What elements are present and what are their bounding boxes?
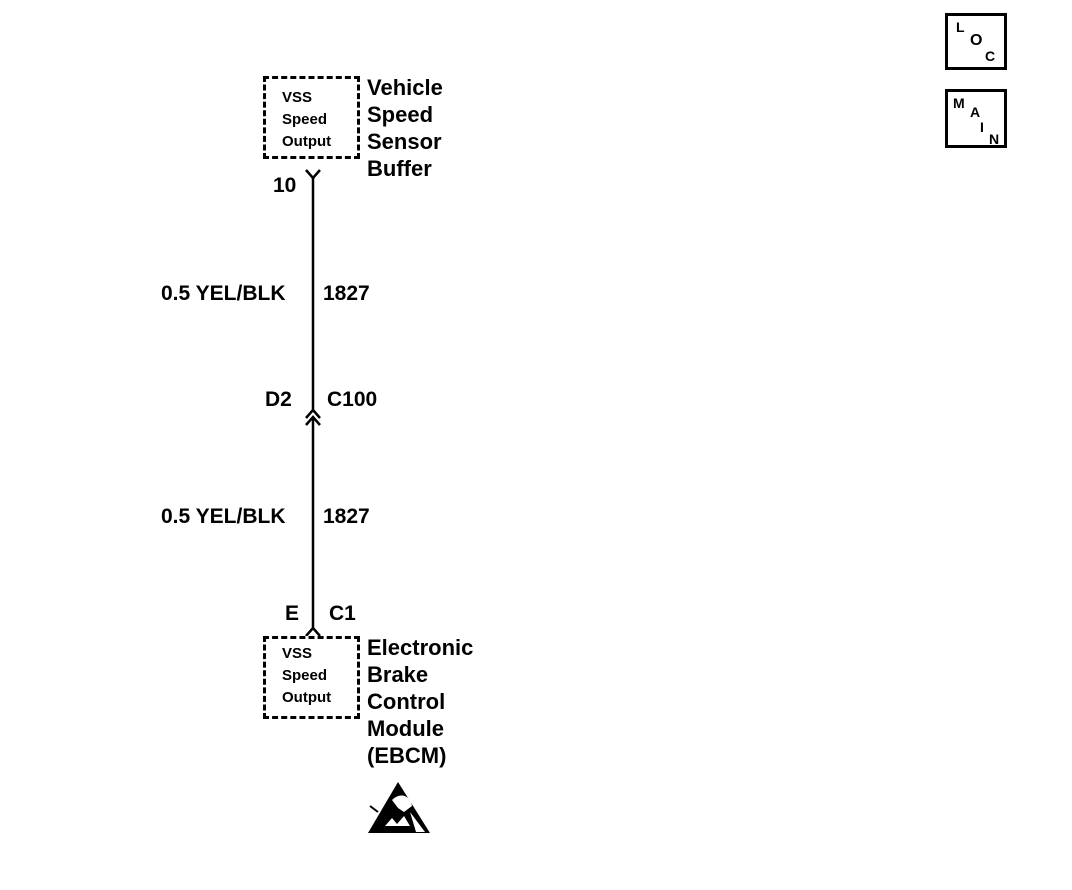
name-line: Speed [367, 102, 434, 127]
ebcm-name: Electronic Brake Control Module (EBCM) [367, 634, 473, 769]
top-pin-number: 10 [273, 174, 297, 197]
bottom-pin: E [285, 602, 300, 625]
name-line: (EBCM) [367, 743, 447, 768]
main-letter-m: M [953, 95, 965, 111]
ebcm-component-box [263, 636, 360, 719]
upper-wire-size-color: 0.5 YEL/BLK [161, 282, 286, 305]
bottom-connector: C1 [329, 602, 356, 625]
lower-wire-size-color: 0.5 YEL/BLK [161, 505, 286, 528]
name-line: Buffer [367, 156, 432, 181]
inner-line: Speed [282, 667, 328, 684]
name-line: Sensor [367, 129, 442, 154]
upper-wire-circuit: 1827 [323, 282, 370, 305]
connector-chevron-lower [305, 415, 321, 426]
name-line: Electronic [367, 635, 474, 660]
loc-button[interactable]: L O C [945, 13, 1007, 70]
bottom-terminal [305, 626, 321, 637]
vss-buffer-inner-label: VSS Speed Output [282, 87, 331, 153]
vss-buffer-component-box [263, 76, 360, 159]
name-line: Module [367, 716, 444, 741]
connector-pin: D2 [265, 388, 292, 411]
top-terminal [305, 169, 321, 180]
inner-line: Output [282, 689, 332, 706]
esd-sensitive-icon [368, 782, 430, 833]
ebcm-inner-label: VSS Speed Output [282, 643, 331, 709]
name-line: Brake [367, 662, 429, 687]
lower-wire-circuit: 1827 [323, 505, 370, 528]
connector-name: C100 [327, 388, 378, 411]
inner-line: Output [282, 133, 332, 150]
main-letter-n: N [989, 131, 1000, 147]
loc-letter-o: O [970, 32, 983, 49]
name-line: Control [367, 689, 446, 714]
inner-line: VSS [282, 645, 313, 662]
loc-letter-l: L [956, 19, 965, 35]
main-letter-a: A [970, 104, 981, 120]
main-button[interactable]: M A I N [945, 89, 1007, 148]
inner-line: Speed [282, 111, 328, 128]
connector-chevron-upper [305, 408, 321, 419]
loc-letter-c: C [985, 48, 996, 64]
inner-line: VSS [282, 89, 313, 106]
name-line: Vehicle [367, 75, 443, 100]
main-letter-i: I [980, 119, 984, 135]
vss-buffer-name: Vehicle Speed Sensor Buffer [367, 74, 443, 182]
